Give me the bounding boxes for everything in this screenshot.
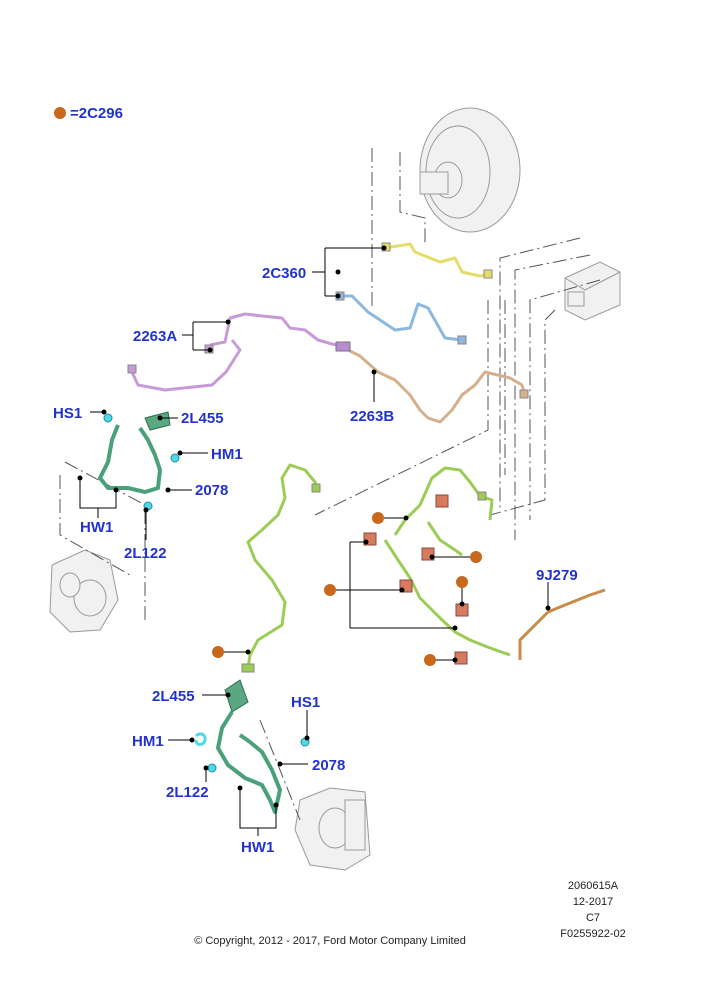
right-caliper [294,787,371,871]
callout-2L122-bottom: 2L122 [166,784,209,801]
bottom-flex-hose [216,710,282,814]
clip-markers [212,512,482,666]
callout-2078-bottom: 2078 [312,757,345,774]
brake-lines [98,242,606,814]
figure-id: F0255922-02 [560,928,626,940]
copyright: © Copyright, 2012 - 2017, Ford Motor Com… [194,935,466,947]
callout-2263A: 2263A [133,328,177,345]
abs-module [564,261,621,321]
figure-meta: 2060615A 12-2017 C7 F0255922-02 [548,878,638,942]
yellow-brake-line [384,242,491,278]
orange-brake-line [518,588,606,660]
callout-2263B: 2263B [350,408,394,425]
figure-code: C7 [585,912,601,924]
green-brake-line [246,463,320,669]
tan-brake-line [347,348,527,424]
leaders [77,245,551,836]
purple-brake-line [209,312,343,348]
left-flex-hose [98,424,162,494]
callout-2L455-bottom: 2L455 [152,688,195,705]
green-rear-lines-3 [426,521,463,557]
purple-brake-line-lower [130,339,242,392]
callout-hs1-left: HS1 [53,405,82,422]
callout-hw1-bottom: HW1 [241,839,274,856]
figure-date: 12-2017 [572,896,614,908]
callout-2L122-left: 2L122 [124,545,167,562]
legend-label: =2C296 [70,105,123,122]
brake-booster [419,107,521,233]
callout-hw1-left: HW1 [80,519,113,536]
callout-2L455-left: 2L455 [181,410,224,427]
reference-lines [59,148,601,821]
legend: =2C296 [54,105,123,122]
callout-2C360: 2C360 [262,265,306,282]
callout-hm1-left: HM1 [211,446,243,463]
callout-hs1-bottom: HS1 [291,694,320,711]
callout-2078-left: 2078 [195,482,228,499]
callout-9J279: 9J279 [536,567,578,584]
blue-brake-line [338,294,463,342]
left-caliper [49,549,119,633]
callout-labels: 2C360 2263A 2263B 9J279 HS1 2L455 HM1 20… [53,265,578,856]
callout-hm1-bottom: HM1 [132,733,164,750]
legend-dot [54,107,66,119]
figure-ref: 2060615A [567,880,619,892]
green-rear-lines-2 [383,539,511,657]
